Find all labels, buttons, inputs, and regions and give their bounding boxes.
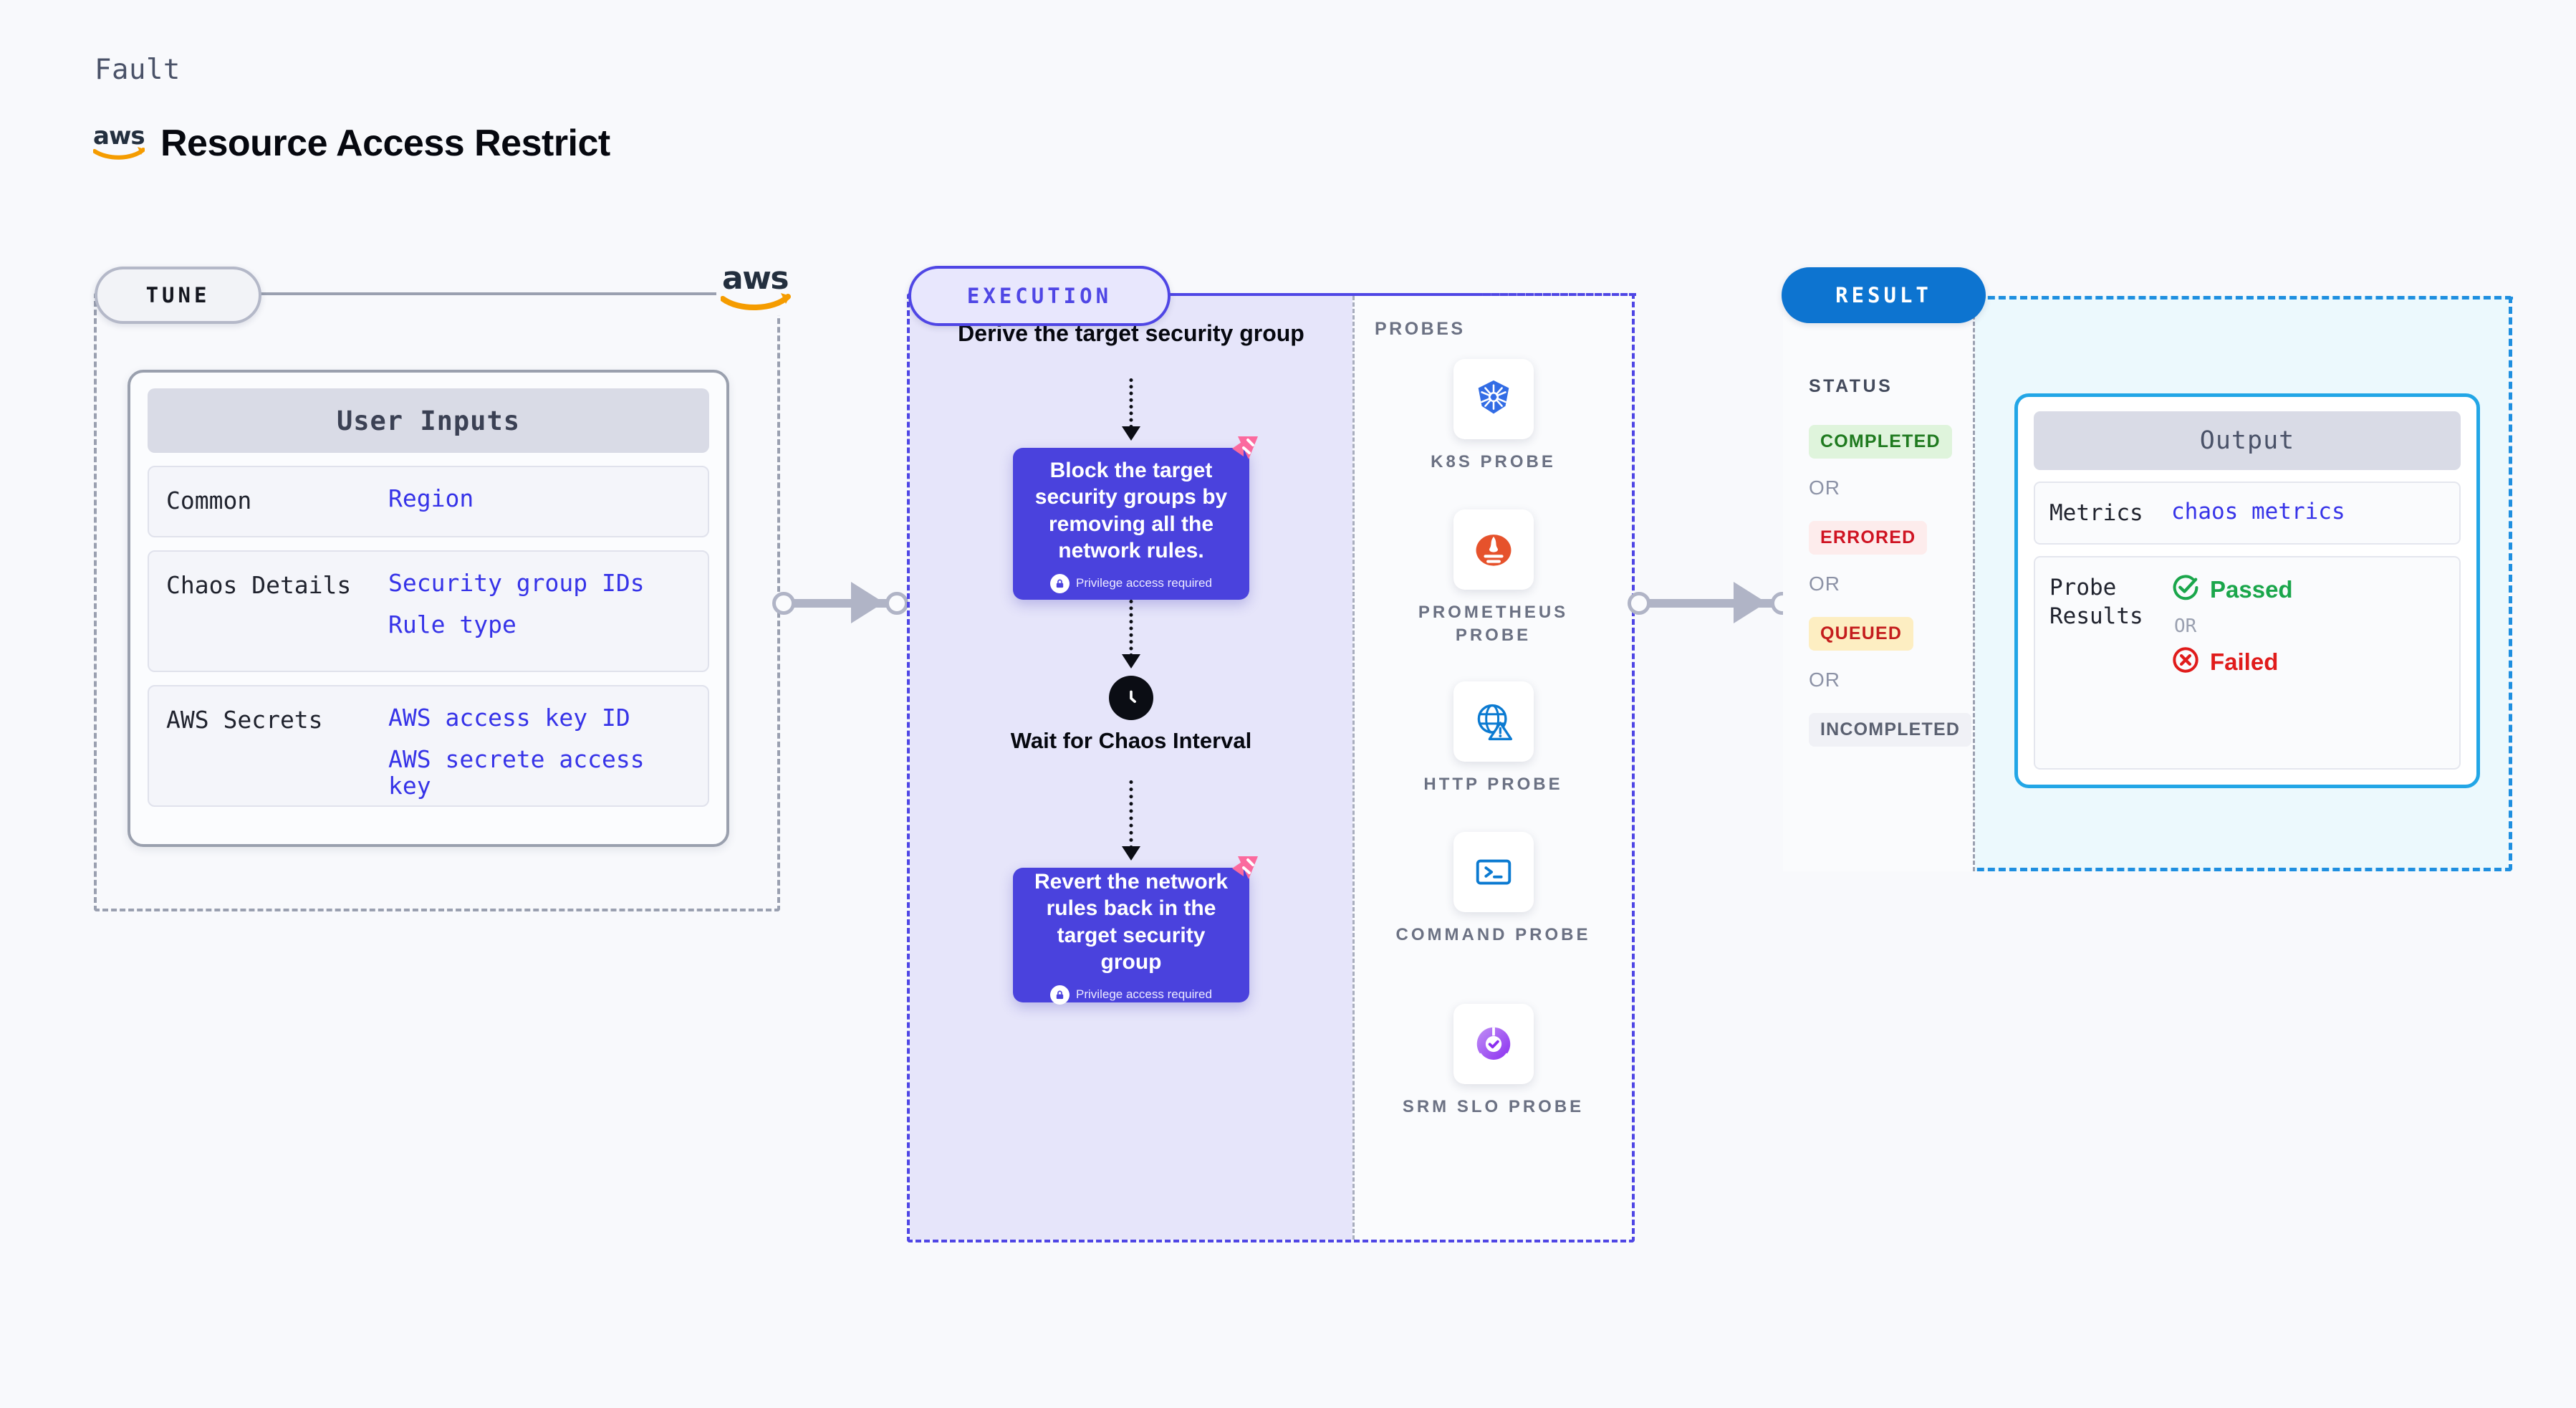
status-badge-incompleted: INCOMPLETED — [1809, 713, 1972, 747]
x-circle-icon — [2171, 646, 2200, 678]
or-label: OR — [2174, 616, 2197, 637]
row-key: Common — [166, 487, 252, 514]
probe-item-k8s[interactable]: K8S PROBE — [1386, 359, 1601, 474]
user-inputs-card: User Inputs Common Region Chaos Details … — [128, 370, 729, 847]
page-title-row: aws Resource Access Restrict — [92, 122, 610, 165]
status-badge-label: ERRORED — [1820, 527, 1916, 547]
block-step-text: Block the target security groups by remo… — [1034, 459, 1228, 562]
lock-icon — [1050, 573, 1070, 593]
lock-icon — [1050, 985, 1070, 1005]
execution-stage-pill[interactable]: EXECUTION — [908, 266, 1171, 326]
flow-arrowhead — [1122, 654, 1140, 669]
execution-flow-column: Derive the target security group Block t… — [910, 296, 1352, 1240]
kubernetes-icon — [1453, 359, 1534, 439]
output-probe-results-row: Probe Results Passed OR — [2034, 556, 2461, 770]
privilege-note-text: Privilege access required — [1076, 576, 1212, 590]
probe-label: PROMETHEUS PROBE — [1418, 603, 1569, 646]
output-row-key: Probe Results — [2049, 575, 2143, 630]
table-row: Common Region — [148, 466, 709, 537]
table-row: Chaos Details Security group IDs Rule ty… — [148, 550, 709, 672]
row-value[interactable]: Security group IDs — [388, 569, 645, 597]
status-badge-label: QUEUED — [1820, 623, 1903, 643]
privilege-note: Privilege access required — [1050, 985, 1212, 1005]
probe-label: K8S PROBE — [1431, 452, 1556, 471]
page-title: Resource Access Restrict — [160, 123, 610, 164]
privilege-note-text: Privilege access required — [1076, 987, 1212, 1002]
user-inputs-card-title: User Inputs — [148, 388, 709, 453]
privilege-note: Privilege access required — [1050, 573, 1212, 593]
probe-item-command[interactable]: COMMAND PROBE — [1386, 832, 1601, 947]
probe-item-prometheus[interactable]: PROMETHEUS PROBE — [1386, 509, 1601, 648]
harness-logo-icon — [1229, 853, 1261, 887]
probes-title: PROBES — [1375, 319, 1466, 339]
row-value[interactable]: AWS access key ID — [388, 704, 630, 732]
svg-text:aws: aws — [722, 262, 788, 297]
revert-step-box[interactable]: Revert the network rules back in the tar… — [1013, 856, 1258, 1005]
row-key: Chaos Details — [166, 571, 352, 599]
status-badge-label: INCOMPLETED — [1820, 719, 1961, 739]
probe-label: COMMAND PROBE — [1395, 925, 1591, 944]
flow-line — [1129, 600, 1133, 657]
row-value[interactable]: Region — [388, 484, 474, 512]
block-step-box[interactable]: Block the target security groups by remo… — [1013, 436, 1258, 600]
output-card: Output Metrics chaos metrics Probe Resul… — [2014, 393, 2480, 788]
revert-step-text: Revert the network rules back in the tar… — [1034, 870, 1229, 974]
tune-stage-pill[interactable]: TUNE — [95, 267, 261, 324]
status-panel: STATUS COMPLETED OR ERRORED OR QUEUED OR… — [1783, 296, 1975, 871]
flow-line — [1129, 780, 1133, 849]
aws-logo-icon: aws — [92, 122, 145, 163]
probe-result-failed: Failed — [2171, 646, 2293, 678]
flow-line — [1129, 378, 1133, 428]
table-row: AWS Secrets AWS access key ID AWS secret… — [148, 685, 709, 807]
or-label: OR — [1809, 573, 1840, 595]
connector-execution-to-result — [1628, 580, 1794, 623]
output-row-key: Metrics — [2049, 500, 2143, 526]
status-badge-completed: COMPLETED — [1809, 425, 1952, 459]
flow-arrowhead — [1122, 426, 1140, 441]
status-title: STATUS — [1809, 376, 1893, 396]
harness-logo-icon — [1229, 434, 1261, 467]
or-label: OR — [1809, 476, 1840, 499]
status-badge-errored: ERRORED — [1809, 521, 1928, 555]
wait-step-label: Wait for Chaos Interval — [1010, 728, 1252, 753]
status-badge-queued: QUEUED — [1809, 617, 1914, 651]
result-pill-label: RESULT — [1835, 283, 1932, 307]
status-badge-label: COMPLETED — [1820, 431, 1941, 451]
probe-label: HTTP PROBE — [1423, 775, 1563, 794]
terminal-icon — [1453, 832, 1534, 912]
prometheus-icon — [1453, 509, 1534, 590]
tune-pill-label: TUNE — [145, 283, 211, 307]
row-value[interactable]: Rule type — [388, 610, 516, 639]
execution-region: Derive the target security group Block t… — [907, 293, 1635, 1242]
http-globe-warning-icon — [1453, 681, 1534, 762]
execution-probes-divider — [1352, 296, 1355, 1240]
svg-text:aws: aws — [93, 124, 145, 150]
output-metrics-value[interactable]: chaos metrics — [2171, 499, 2345, 525]
probe-result-passed: Passed — [2171, 573, 2293, 605]
passed-label: Passed — [2210, 575, 2293, 603]
flow-arrowhead — [1122, 846, 1140, 861]
clock-icon — [1109, 676, 1153, 720]
probe-label: SRM SLO PROBE — [1402, 1097, 1585, 1116]
tune-aws-logo-icon: aws — [716, 260, 795, 315]
probe-item-srm-slo[interactable]: SRM SLO PROBE — [1386, 1004, 1601, 1119]
row-key: AWS Secrets — [166, 706, 323, 734]
or-label: OR — [1809, 669, 1840, 691]
result-stage-pill[interactable]: RESULT — [1782, 267, 1986, 323]
failed-label: Failed — [2210, 648, 2279, 675]
srm-slo-icon — [1453, 1004, 1534, 1084]
page-eyebrow: Fault — [95, 54, 181, 86]
execution-pill-label: EXECUTION — [966, 284, 1112, 308]
connector-tune-to-execution — [772, 580, 908, 623]
probes-column: PROBES K8S PROBE — [1355, 296, 1632, 1240]
output-metrics-row: Metrics chaos metrics — [2034, 482, 2461, 545]
check-circle-icon — [2171, 573, 2200, 605]
row-value[interactable]: AWS secrete access key — [388, 745, 645, 800]
output-card-title: Output — [2034, 411, 2461, 470]
probe-item-http[interactable]: HTTP PROBE — [1386, 681, 1601, 796]
